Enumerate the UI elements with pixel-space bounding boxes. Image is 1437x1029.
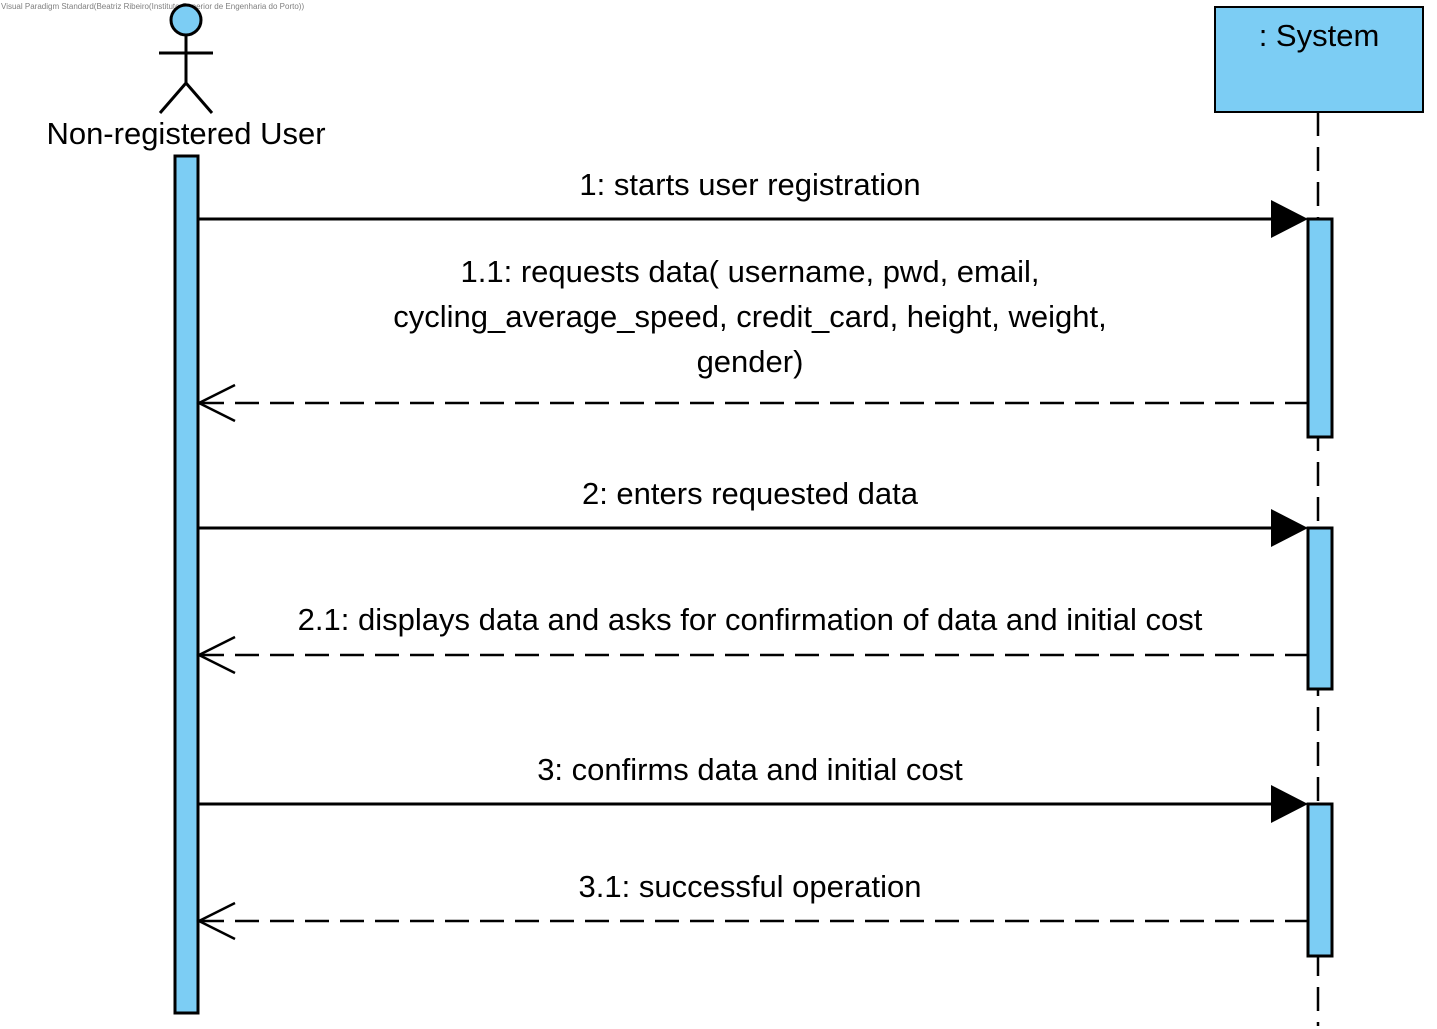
actor-right-leg: [184, 82, 214, 114]
message-label-1-1-line-1: 1.1: requests data( username, pwd, email…: [460, 254, 1040, 289]
open-arrowhead-icon: [196, 383, 236, 423]
message-label-1-1-line-3: gender): [696, 344, 804, 379]
message-arrow-2[interactable]: [198, 509, 1308, 547]
message-arrow-2-1[interactable]: [196, 635, 1308, 675]
watermark: Visual Paradigm Standard(Beatriz Ribeiro…: [1, 2, 305, 11]
actor-activation-bar: [173, 154, 200, 1015]
message-label-3: 3: confirms data and initial cost: [537, 752, 963, 787]
message-label-3-1: 3.1: successful operation: [578, 869, 922, 904]
actor-head: [169, 3, 203, 37]
message-label-2-1: 2.1: displays data and asks for confirma…: [297, 602, 1203, 637]
open-arrowhead-icon: [196, 635, 236, 675]
system-activation-bar-3: [1306, 802, 1334, 958]
actor-icon[interactable]: [158, 3, 214, 114]
filled-arrowhead-icon: [1271, 785, 1308, 823]
filled-arrowhead-icon: [1271, 509, 1308, 547]
message-arrow-1-1[interactable]: [196, 383, 1308, 423]
system-activation-bar-1: [1306, 217, 1334, 439]
message-label-1: 1: starts user registration: [579, 167, 921, 202]
message-arrow-3-1[interactable]: [196, 901, 1308, 941]
system-name: : System: [1258, 18, 1380, 53]
message-label-2: 2: enters requested data: [581, 476, 919, 511]
message-arrow-1[interactable]: [198, 200, 1308, 238]
system-activation-bar-2: [1306, 526, 1334, 691]
filled-arrowhead-icon: [1271, 200, 1308, 238]
actor-name: Non-registered User: [46, 116, 326, 151]
system-lifeline-head[interactable]: : System: [1214, 6, 1424, 113]
open-arrowhead-icon: [196, 901, 236, 941]
message-label-1-1-line-2: cycling_average_speed, credit_card, heig…: [393, 299, 1107, 334]
actor-left-leg: [158, 82, 188, 114]
message-arrow-3[interactable]: [198, 785, 1308, 823]
